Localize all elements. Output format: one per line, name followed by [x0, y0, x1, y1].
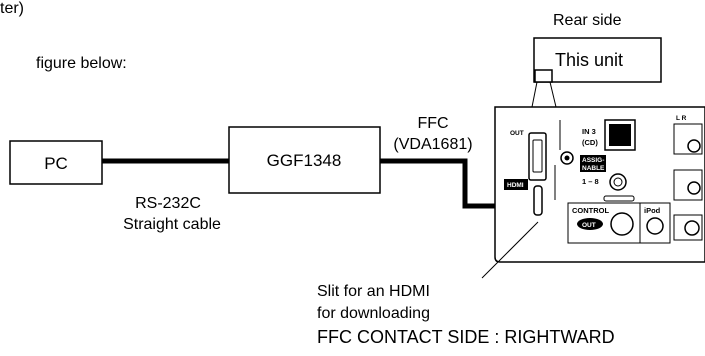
pc-box [9, 140, 103, 185]
panel-jack-2 [687, 181, 701, 195]
control-out-port [610, 212, 634, 236]
unit-callout-left [531, 81, 538, 108]
panel-in3-label: IN 3 [582, 127, 596, 136]
rear-side-label: Rear side [553, 12, 622, 29]
slit-label-line1: Slit for an HDMI [317, 283, 430, 300]
hdmi-download-slit [533, 185, 543, 216]
panel-out-label: OUT [510, 130, 524, 137]
panel-hdmi-label: HDMI [507, 182, 524, 189]
ggf1348-box [228, 126, 381, 194]
ipod-port [646, 217, 664, 235]
slit-callout-line [481, 221, 539, 279]
panel-jack-3 [684, 220, 700, 236]
rear-panel: OUT HDMI IN 3 (CD) ASSIG- NABLE 1 – 8 CO… [494, 106, 705, 263]
ffc-label: FFC [417, 115, 448, 132]
panel-control-out-label: OUT [582, 222, 596, 229]
unit-callout-right [549, 81, 557, 108]
unit-label: This unit [555, 50, 623, 70]
top-text-fragment: ter) [0, 0, 24, 17]
straight-cable-label: Straight cable [123, 216, 221, 233]
rs232c-label: RS-232C [135, 195, 201, 212]
panel-assignable-label-1: ASSIG- [582, 157, 604, 164]
slit-label-line2: for downloading [317, 305, 430, 322]
panel-range-label: 1 – 8 [582, 177, 599, 186]
unit-box [533, 37, 662, 83]
ggf1348-label: GGF1348 [267, 151, 342, 170]
pc-label: PC [44, 154, 68, 173]
ffc-contact-label: FFC CONTACT SIDE : RIGHTWARD [317, 327, 615, 347]
panel-cd-label: (CD) [582, 138, 598, 147]
unit-marker-square [534, 69, 553, 83]
panel-control-label: CONTROL [572, 206, 609, 215]
panel-lr-label: L R [676, 115, 687, 122]
panel-jack-1 [687, 139, 701, 153]
intro-text-fragment: figure below: [36, 55, 127, 72]
ffc-part-label: (VDA1681) [393, 136, 472, 153]
panel-assignable-label-2: NABLE [582, 165, 605, 172]
panel-ipod-label: iPod [644, 206, 661, 215]
